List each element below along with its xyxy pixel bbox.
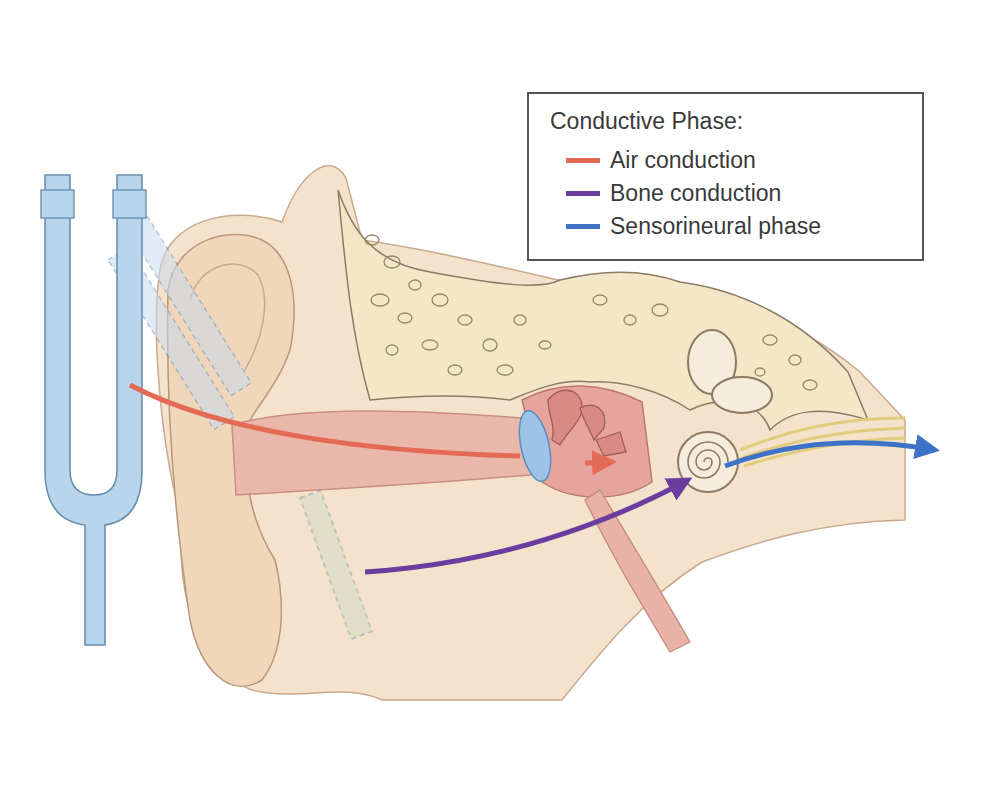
legend-swatch: [566, 191, 600, 196]
air-conduction-arrow: [130, 385, 520, 456]
legend-row: Bone conduction: [566, 180, 781, 206]
sensorineural-arrow: [725, 443, 935, 466]
legend-heading: Conductive Phase:: [550, 108, 743, 134]
eardrum: [514, 408, 556, 484]
legend-row: Air conduction: [566, 147, 756, 173]
legend-swatch: [566, 158, 600, 163]
bone-conduction-arrow: [365, 480, 688, 572]
legend-label: Sensorineural phase: [610, 213, 821, 239]
ossicles: [548, 390, 626, 456]
eustachian-tube: [585, 490, 690, 652]
legend-label: Air conduction: [610, 147, 756, 173]
legend-label: Bone conduction: [610, 180, 781, 206]
air-conduction-arrow: [585, 462, 612, 463]
tuning-fork: [45, 175, 142, 645]
legend-row: Sensorineural phase: [566, 213, 821, 239]
legend-swatch: [566, 224, 600, 229]
inner-ear: [678, 330, 772, 492]
cochlea-spiral: [688, 442, 728, 478]
